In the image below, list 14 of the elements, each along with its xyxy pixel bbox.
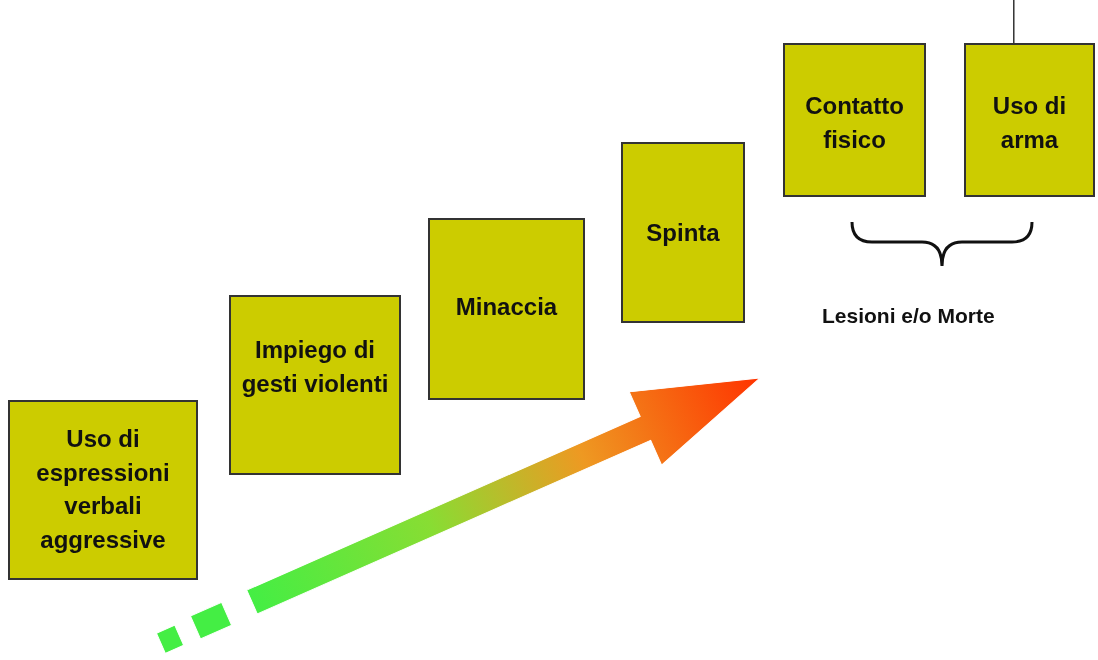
step-box <box>621 142 745 323</box>
step-text: Contatto fisico <box>804 91 905 155</box>
step-text: Uso di arma <box>991 91 1068 155</box>
step-text: Minaccia <box>455 292 558 322</box>
step-box <box>8 400 198 580</box>
step-box <box>783 43 926 197</box>
step-text: Impiego di gesti violenti <box>240 335 390 399</box>
step-box <box>229 295 401 475</box>
connector-line <box>1013 0 1015 44</box>
step-box <box>964 43 1095 197</box>
step-text: Uso di espressioni verbali aggressive <box>35 424 171 555</box>
step-text: Spinta <box>646 218 720 248</box>
group-label: Lesioni e/o Morte <box>822 304 995 328</box>
step-box <box>428 218 585 400</box>
